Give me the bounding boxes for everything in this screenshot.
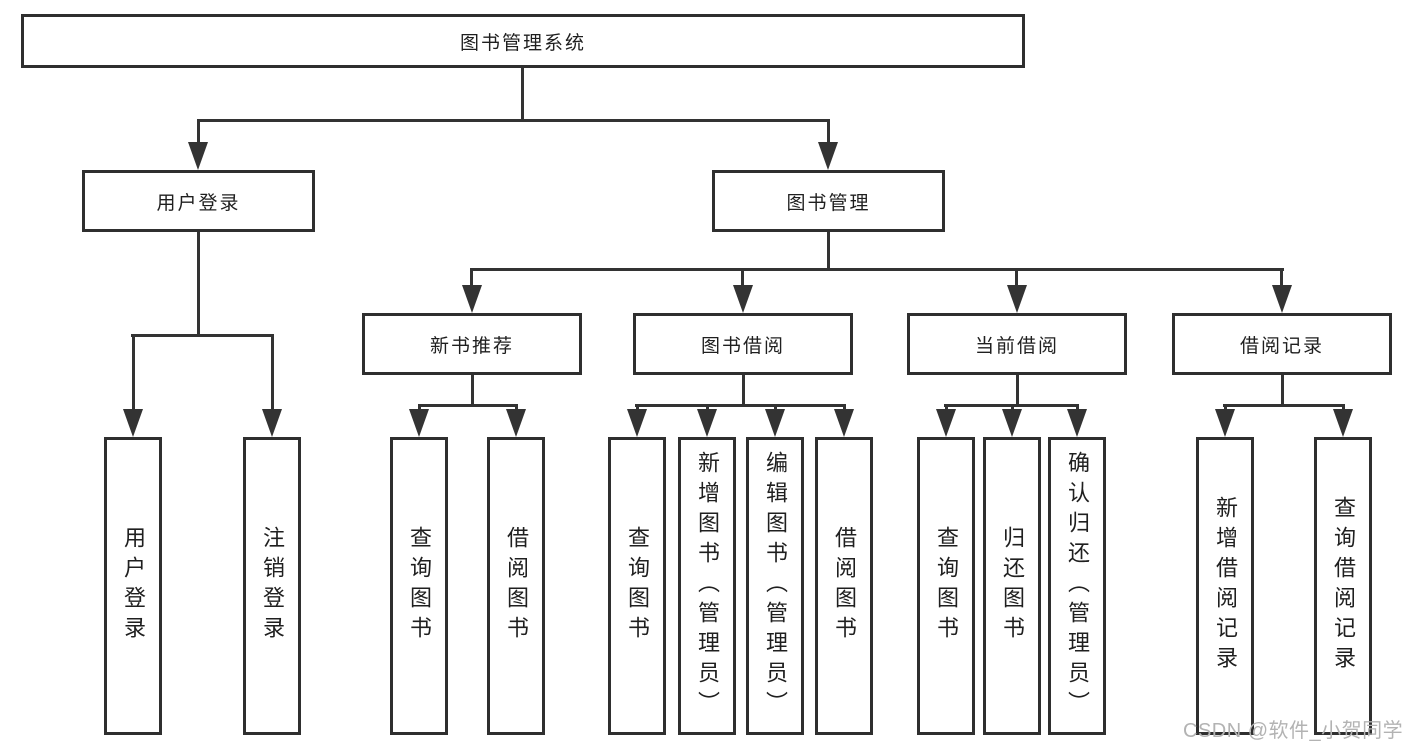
arrow-down-icon (188, 142, 208, 170)
connector-current-leaf2-stem (1011, 404, 1014, 411)
connector-borrow-leaf3-stem (774, 404, 777, 411)
connector-records-leaf2-stem (1342, 404, 1345, 411)
connector-rec-stub (471, 375, 474, 406)
leaf-borrow-add-books-label: 新增图书（管理员） (695, 451, 720, 721)
arrow-down-icon (818, 142, 838, 170)
leaf-borrow-borrow-books-label: 借阅图书 (832, 526, 857, 646)
node-book-borrow-label: 图书借阅 (700, 335, 785, 357)
arrow-down-icon (1067, 409, 1087, 437)
arrow-down-icon (1333, 409, 1353, 437)
node-new-book-recommend: 新书推荐 (362, 313, 582, 375)
node-user-login-label: 用户登录 (156, 192, 241, 214)
connector-root-stub (521, 68, 524, 121)
leaf-current-return-books: 归还图书 (983, 437, 1041, 735)
arrow-down-icon (262, 409, 282, 437)
connector-borrow-leaf2-stem (706, 404, 709, 411)
connector-login-bar (131, 334, 274, 337)
connector-current-stub (1016, 375, 1019, 406)
connector-records-stub (1281, 375, 1284, 406)
leaf-logout-label: 注销登录 (260, 526, 285, 646)
leaf-borrow-edit-books-label: 编辑图书（管理员） (763, 451, 788, 721)
leaf-current-return-books-label: 归还图书 (1000, 526, 1025, 646)
node-book-management-label: 图书管理 (786, 192, 871, 214)
leaf-borrow-query-books-label: 查询图书 (625, 526, 650, 646)
leaf-logout: 注销登录 (243, 437, 301, 735)
leaf-borrow-query-books: 查询图书 (608, 437, 666, 735)
node-book-borrow: 图书借阅 (633, 313, 853, 375)
connector-records-bar (1223, 404, 1345, 407)
connector-mgmt-c4-stem (1280, 268, 1283, 286)
arrow-down-icon (627, 409, 647, 437)
leaf-borrow-edit-books: 编辑图书（管理员） (746, 437, 804, 735)
node-current-borrow: 当前借阅 (907, 313, 1127, 375)
connector-root-to-login-stem (197, 119, 200, 144)
arrow-down-icon (123, 409, 143, 437)
arrow-down-icon (1007, 285, 1027, 313)
leaf-current-query-books-label: 查询图书 (934, 526, 959, 646)
arrow-down-icon (936, 409, 956, 437)
arrow-down-icon (506, 409, 526, 437)
leaf-records-query-record: 查询借阅记录 (1314, 437, 1372, 735)
leaf-records-query-record-label: 查询借阅记录 (1331, 496, 1356, 676)
connector-borrow-leaf4-stem (843, 404, 846, 411)
connector-mgmt-stub (827, 232, 830, 269)
csdn-watermark: CSDN @软件_小贺同学 (1183, 720, 1404, 742)
connector-mgmt-c1-stem (470, 268, 473, 286)
leaf-login-label: 用户登录 (121, 526, 146, 646)
arrow-down-icon (697, 409, 717, 437)
leaf-borrow-borrow-books: 借阅图书 (815, 437, 873, 735)
arrow-down-icon (765, 409, 785, 437)
leaf-current-query-books: 查询图书 (917, 437, 975, 735)
arrow-down-icon (462, 285, 482, 313)
leaf-login: 用户登录 (104, 437, 162, 735)
node-new-book-recommend-label: 新书推荐 (429, 335, 514, 357)
connector-root-bar (197, 119, 830, 122)
connector-current-leaf3-stem (1076, 404, 1079, 411)
leaf-current-confirm-return-label: 确认归还（管理员） (1065, 451, 1090, 721)
connector-mgmt-bar (470, 268, 1284, 271)
connector-borrow-stub (742, 375, 745, 406)
leaf-rec-query-books: 查询图书 (390, 437, 448, 735)
connector-mgmt-c2-stem (741, 268, 744, 286)
leaf-borrow-add-books: 新增图书（管理员） (678, 437, 736, 735)
connector-borrow-bar (635, 404, 846, 407)
node-current-borrow-label: 当前借阅 (974, 335, 1059, 357)
connector-root-to-mgmt-stem (827, 119, 830, 144)
node-root-label: 图书管理系统 (459, 32, 586, 54)
connector-login-stub (197, 232, 200, 335)
connector-current-leaf1-stem (945, 404, 948, 411)
connector-rec-bar (418, 404, 518, 407)
connector-login-leaf1-stem (132, 334, 135, 410)
arrow-down-icon (834, 409, 854, 437)
node-root: 图书管理系统 (21, 14, 1025, 68)
connector-mgmt-c3-stem (1015, 268, 1018, 286)
leaf-records-add-record: 新增借阅记录 (1196, 437, 1254, 735)
connector-records-leaf1-stem (1224, 404, 1227, 411)
node-borrow-records-label: 借阅记录 (1239, 335, 1324, 357)
leaf-current-confirm-return: 确认归还（管理员） (1048, 437, 1106, 735)
arrow-down-icon (1272, 285, 1292, 313)
leaf-rec-borrow-books-label: 借阅图书 (504, 526, 529, 646)
connector-rec-leaf2-stem (515, 404, 518, 411)
node-user-login: 用户登录 (82, 170, 315, 232)
leaf-records-add-record-label: 新增借阅记录 (1213, 496, 1238, 676)
arrow-down-icon (733, 285, 753, 313)
connector-login-leaf2-stem (271, 334, 274, 410)
node-book-management: 图书管理 (712, 170, 945, 232)
connector-borrow-leaf1-stem (636, 404, 639, 411)
connector-rec-leaf1-stem (418, 404, 421, 411)
leaf-rec-borrow-books: 借阅图书 (487, 437, 545, 735)
node-borrow-records: 借阅记录 (1172, 313, 1392, 375)
arrow-down-icon (409, 409, 429, 437)
leaf-rec-query-books-label: 查询图书 (407, 526, 432, 646)
arrow-down-icon (1002, 409, 1022, 437)
arrow-down-icon (1215, 409, 1235, 437)
